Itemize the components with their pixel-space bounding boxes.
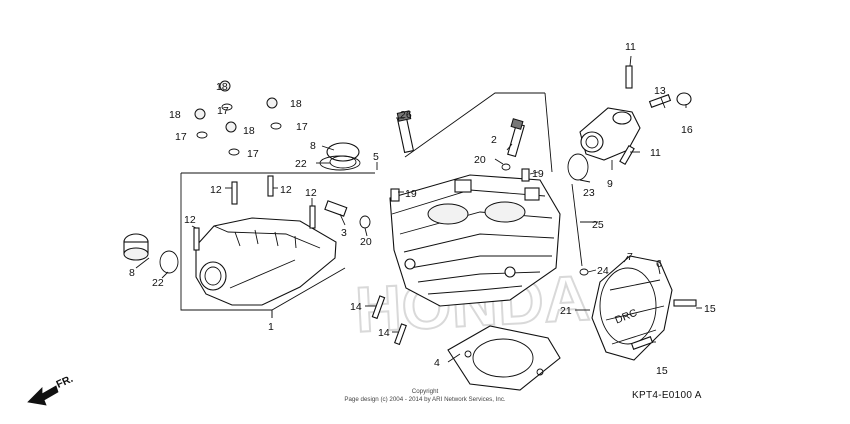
callout-18-b: 18 [169, 109, 181, 121]
callout-2: 2 [491, 134, 497, 146]
callout-23: 23 [583, 187, 595, 199]
callout-22-left: 22 [152, 277, 164, 289]
cam-holder[interactable] [579, 107, 641, 161]
callout-15-b: 15 [656, 365, 668, 377]
copyright-heading: Copyright [412, 388, 439, 395]
callout-5: 5 [373, 151, 379, 163]
callout-25: 25 [592, 219, 604, 231]
callout-12-b: 12 [280, 184, 292, 196]
callout-8-upper: 8 [310, 140, 316, 152]
callout-14-a: 14 [350, 301, 362, 313]
callout-18-a: 18 [216, 81, 228, 93]
callout-26: 26 [400, 109, 412, 121]
copyright-text: Page design (c) 2004 - 2014 by ARI Netwo… [344, 396, 506, 403]
assembly-outline [180, 92, 553, 318]
tappet-cap-left[interactable] [123, 233, 179, 274]
bolts-and-washers[interactable] [193, 65, 697, 350]
callout-16: 16 [681, 124, 693, 136]
callout-18-d: 18 [243, 125, 255, 137]
callout-14-b: 14 [378, 327, 390, 339]
callout-17-d: 17 [247, 148, 259, 160]
callout-17-c: 17 [296, 121, 308, 133]
diagram-code: KPT4-E0100 A [632, 390, 702, 401]
leader-lines [135, 55, 702, 363]
callout-12-d: 12 [184, 214, 196, 226]
callout-11-mid: 11 [650, 147, 661, 159]
spark-plug-2[interactable] [507, 118, 525, 158]
callout-22-upper: 22 [295, 158, 307, 170]
cylinder-head[interactable] [389, 174, 561, 307]
head-gasket[interactable] [447, 325, 561, 391]
callout-12-a: 12 [210, 184, 222, 196]
callout-24: 24 [597, 265, 609, 277]
callout-15-a: 15 [704, 303, 716, 315]
side-cover[interactable]: DRC [591, 255, 673, 361]
callout-6: 6 [656, 258, 662, 270]
front-arrow-icon [27, 385, 59, 406]
callout-1: 1 [268, 321, 274, 333]
callout-20-b: 20 [360, 236, 372, 248]
callout-21: 21 [560, 305, 572, 317]
callout-11-top: 11 [625, 41, 636, 53]
callout-20-a: 20 [474, 154, 486, 166]
callout-19-b: 19 [532, 168, 544, 180]
callout-12-c: 12 [305, 187, 317, 199]
stud-bolt[interactable] [571, 183, 583, 267]
front-arrow-indicator: FR. [27, 373, 75, 406]
callout-19-a: 19 [405, 188, 417, 200]
callout-13: 13 [654, 85, 666, 97]
callout-labels: 1 2 3 4 5 6 7 8 8 9 11 11 12 12 12 12 13… [129, 41, 716, 377]
callout-9: 9 [607, 178, 613, 190]
cylinder-head-cover[interactable] [195, 217, 337, 306]
callout-8-left: 8 [129, 267, 135, 279]
callout-3: 3 [341, 227, 347, 239]
tappet-cap-upper[interactable] [326, 142, 360, 169]
callout-18-c: 18 [290, 98, 302, 110]
callout-17-a: 17 [217, 105, 229, 117]
callout-17-b: 17 [175, 131, 187, 143]
callout-4: 4 [434, 357, 440, 369]
front-label: FR. [54, 373, 74, 391]
callout-7: 7 [627, 251, 633, 263]
